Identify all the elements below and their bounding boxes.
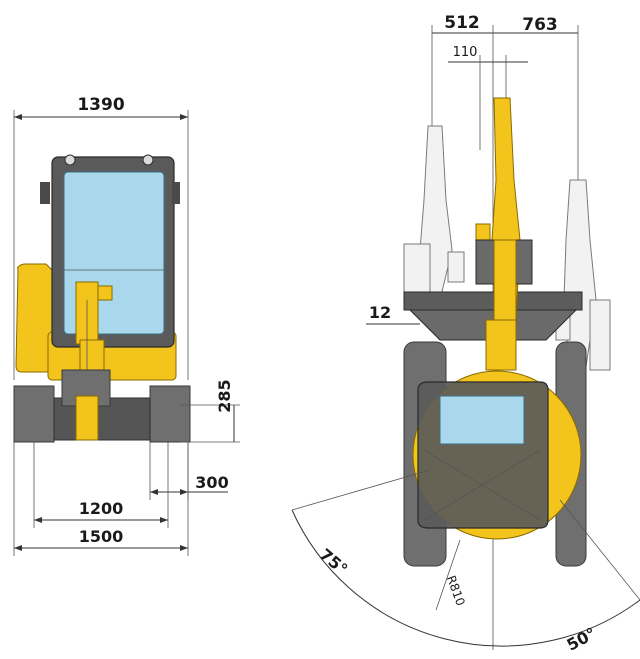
- dim-label-110: 110: [453, 45, 478, 60]
- angle-label-75: 75°: [316, 545, 351, 579]
- dim-label-763: 763: [522, 15, 558, 35]
- top-cab-glass: [439, 395, 525, 445]
- dim-label-285: 285: [215, 379, 234, 412]
- top-blade: [403, 291, 583, 311]
- front-cab: [40, 154, 180, 348]
- top-swing-arcs: [291, 469, 640, 647]
- angle-label-50: 50°: [564, 624, 600, 655]
- dimension-1500: 1500: [13, 442, 189, 556]
- dimension-110: 110: [448, 45, 528, 150]
- dim-label-1200: 1200: [79, 499, 124, 518]
- front-tracks: [13, 369, 191, 443]
- top-boom: [475, 97, 533, 371]
- dimension-300: 300: [149, 442, 229, 500]
- top-view: 512 763 110 12: [291, 13, 640, 655]
- dimension-1390: 1390: [13, 95, 189, 380]
- dim-label-12: 12: [369, 303, 391, 322]
- radius-label-r810: R810: [444, 574, 468, 608]
- dimension-285: 285: [180, 379, 240, 443]
- dim-label-300: 300: [195, 473, 228, 492]
- dim-label-1390: 1390: [77, 95, 124, 115]
- dim-label-1500: 1500: [79, 527, 124, 546]
- dimension-1200: 1200: [33, 442, 169, 528]
- dim-label-512: 512: [444, 13, 480, 33]
- front-upper-body: [15, 263, 53, 373]
- front-view: 1390: [13, 95, 240, 556]
- top-cab: [417, 381, 549, 529]
- top-boom-ghost-left: [403, 125, 465, 301]
- dimension-12: 12: [366, 303, 420, 325]
